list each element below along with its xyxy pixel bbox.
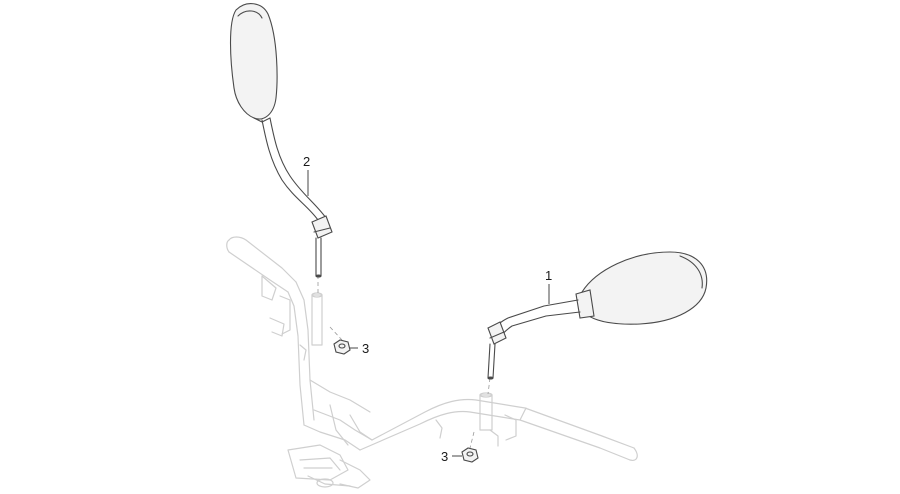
callout-2: 2 [303, 154, 310, 169]
left-mirror-part-2[interactable] [230, 3, 333, 278]
nut-part-3-lower[interactable] [461, 447, 479, 463]
nut-part-3-upper[interactable] [333, 339, 351, 355]
right-mirror-part-1[interactable] [487, 251, 708, 380]
callout-3-upper: 3 [362, 341, 369, 356]
handlebar-frame-ghost [226, 236, 638, 489]
assembly-axes [317, 275, 491, 449]
callout-1: 1 [545, 268, 552, 283]
leader-lines [307, 170, 550, 457]
callout-3-lower: 3 [441, 449, 448, 464]
